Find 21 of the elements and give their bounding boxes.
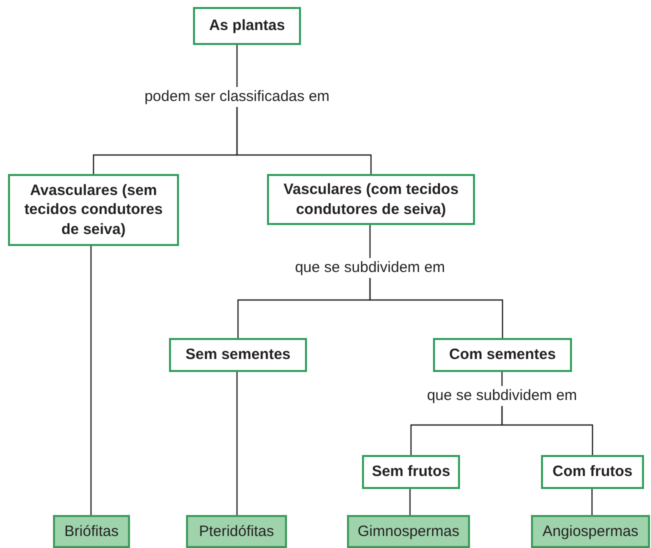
category-box: Avasculares (sem tecidos condutores de seiva) bbox=[8, 174, 179, 246]
category-box: Com frutos bbox=[541, 455, 644, 489]
category-box: Vasculares (com tecidos condutores de seiva) bbox=[267, 174, 475, 225]
connector-line bbox=[369, 278, 504, 338]
category-box: Sem sementes bbox=[169, 338, 307, 372]
group-box: Briófitas bbox=[53, 515, 130, 548]
connector-line bbox=[236, 45, 238, 87]
group-box: Pteridófitas bbox=[186, 515, 287, 548]
category-box: As plantas bbox=[193, 7, 301, 45]
connector-line bbox=[369, 225, 371, 258]
category-box: Com sementes bbox=[433, 338, 572, 372]
connector-line bbox=[236, 107, 372, 174]
group-box: Gimnospermas bbox=[347, 515, 470, 548]
group-box: Angiospermas bbox=[531, 515, 650, 548]
connector-line bbox=[236, 372, 238, 515]
connector-line bbox=[591, 489, 593, 515]
connector-line bbox=[501, 406, 594, 455]
connector-line bbox=[409, 489, 411, 515]
connector-line bbox=[501, 372, 503, 386]
category-box: Sem frutos bbox=[362, 455, 460, 489]
connector-line bbox=[90, 246, 92, 515]
